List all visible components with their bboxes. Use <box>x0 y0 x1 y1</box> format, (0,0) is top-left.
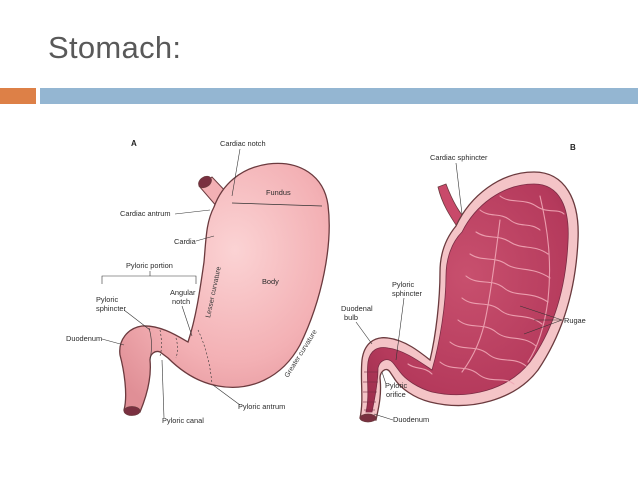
leader-pyloric-sphincter-b <box>395 297 405 361</box>
panel-a-stomach <box>119 162 330 413</box>
label-body: Body <box>262 277 279 286</box>
panel-a-letter: A <box>131 139 137 148</box>
leader-cardiac-antrum <box>174 209 211 215</box>
leaders-rugae <box>519 305 563 335</box>
leader-duodenal-bulb <box>355 321 373 345</box>
label-duodenum-b: Duodenum <box>393 415 429 424</box>
label-fundus: Fundus <box>266 188 291 197</box>
leader-duodenum-a <box>101 338 125 346</box>
label-angular-notch-1: Angular <box>170 288 196 297</box>
leader-pyloric-orifice <box>381 371 387 385</box>
label-pyloric-sphincter-a-1: Pyloric <box>96 295 118 304</box>
leader-cardiac-notch <box>231 148 241 197</box>
label-rugae: Rugae <box>564 316 586 325</box>
leader-pyloric-canal <box>161 359 165 419</box>
title-accent-bar-orange <box>0 88 36 104</box>
label-cardiac-antrum: Cardiac antrum <box>120 209 171 218</box>
panel-a-fundus-line <box>231 202 323 207</box>
panel-b-rugae-folds <box>407 195 565 385</box>
panel-a-duodenum-opening <box>123 406 141 416</box>
leader-pyloric-sphincter-a <box>123 309 151 331</box>
label-pyloric-sphincter-b-1: Pyloric <box>392 280 414 289</box>
label-duodenal-bulb-1: Duodenal <box>341 304 373 313</box>
label-cardia: Cardia <box>174 237 197 246</box>
label-cardiac-sphincter: Cardiac sphincter <box>430 153 488 162</box>
leader-cardiac-sphincter <box>455 162 463 215</box>
panel-b-letter: B <box>570 143 576 152</box>
panel-b-duodenum-rings <box>363 371 378 411</box>
label-duodenum-a: Duodenum <box>66 334 102 343</box>
leader-duodenum-b <box>373 413 394 421</box>
panel-b-stomach-mucosa <box>365 183 569 413</box>
slide-title: Stomach: <box>48 30 182 65</box>
panel-a-pyloric-lines <box>148 327 213 385</box>
label-pyloric-orifice-1: Pyloric <box>385 381 407 390</box>
label-cardiac-notch: Cardiac notch <box>220 139 266 148</box>
title-accent-bar-blue <box>40 88 638 104</box>
label-duodenal-bulb-2: bulb <box>344 313 358 322</box>
label-pyloric-antrum: Pyloric antrum <box>238 402 285 411</box>
bracket-pyloric-portion <box>101 271 197 284</box>
label-pyloric-canal: Pyloric canal <box>162 416 204 425</box>
leader-cardia <box>195 235 215 242</box>
label-angular-notch-2: notch <box>172 297 190 306</box>
label-pyloric-orifice-2: orifice <box>386 390 406 399</box>
leader-pyloric-antrum <box>212 384 241 406</box>
label-pyloric-sphincter-a-2: sphincter <box>96 304 127 313</box>
label-pyloric-portion: Pyloric portion <box>126 261 173 270</box>
label-pyloric-sphincter-b-2: sphincter <box>392 289 423 298</box>
panel-b-duodenum-opening <box>359 413 377 423</box>
leader-angular-notch <box>181 305 193 337</box>
